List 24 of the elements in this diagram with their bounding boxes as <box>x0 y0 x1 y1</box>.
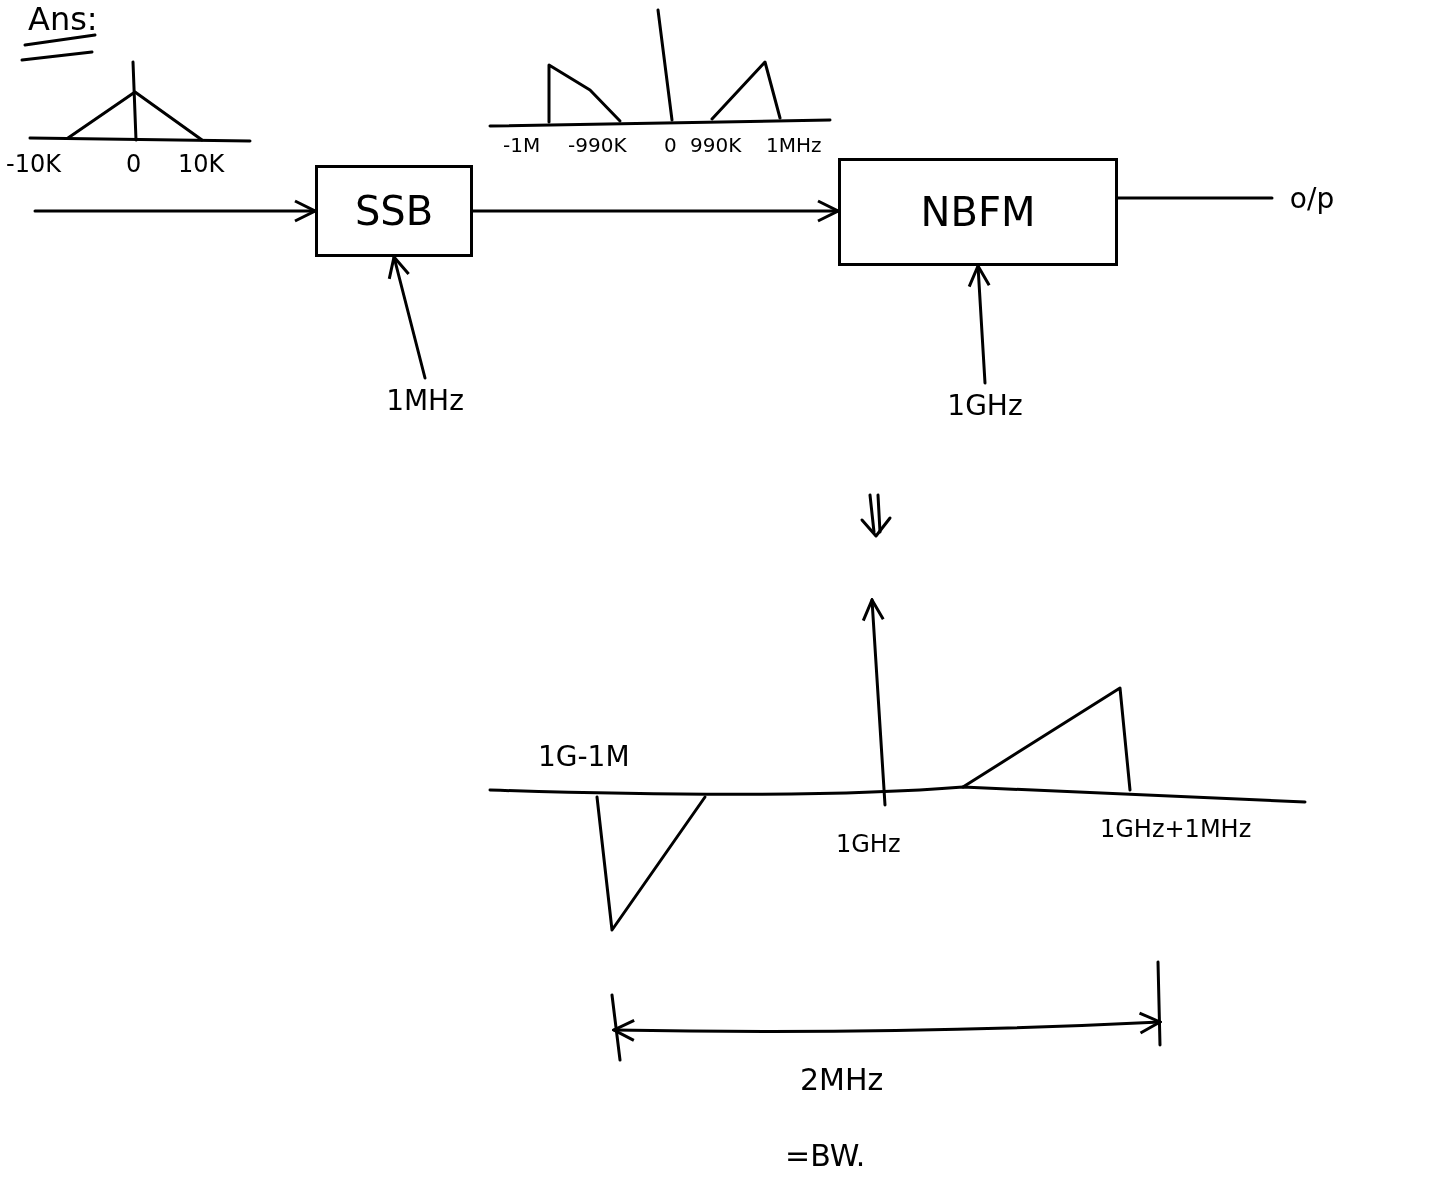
connector-line <box>1116 196 1274 200</box>
arrow <box>471 199 840 223</box>
axis-tick-label: -990K <box>568 133 627 157</box>
process-box: SSB <box>315 165 473 257</box>
arrow <box>967 264 991 385</box>
axis-tick-label: 990K <box>690 133 742 157</box>
arrow <box>33 199 317 223</box>
heading: Ans: <box>28 0 98 38</box>
signal-label: 1MHz <box>355 378 495 422</box>
axis-tick-label: 1MHz <box>766 133 822 157</box>
signal-label: 1GHz <box>915 383 1055 427</box>
axis-tick-label: -10K <box>6 150 61 178</box>
axis-tick-label: 10K <box>178 150 225 178</box>
axis-tick-label: -1M <box>503 133 541 157</box>
axis-tick-label: 1GHz <box>836 830 901 858</box>
dimension-label: 2MHz <box>800 1062 884 1097</box>
arrow <box>387 255 427 380</box>
note-text: =BW. <box>785 1138 866 1173</box>
output-label: o/p <box>1272 176 1352 220</box>
axis-tick-label: 1G-1M <box>538 740 630 773</box>
axis-tick-label: 0 <box>126 150 142 178</box>
axis-tick-label: 0 <box>664 133 677 157</box>
process-box: NBFM <box>838 158 1118 266</box>
axis-tick-label: 1GHz+1MHz <box>1100 815 1252 843</box>
